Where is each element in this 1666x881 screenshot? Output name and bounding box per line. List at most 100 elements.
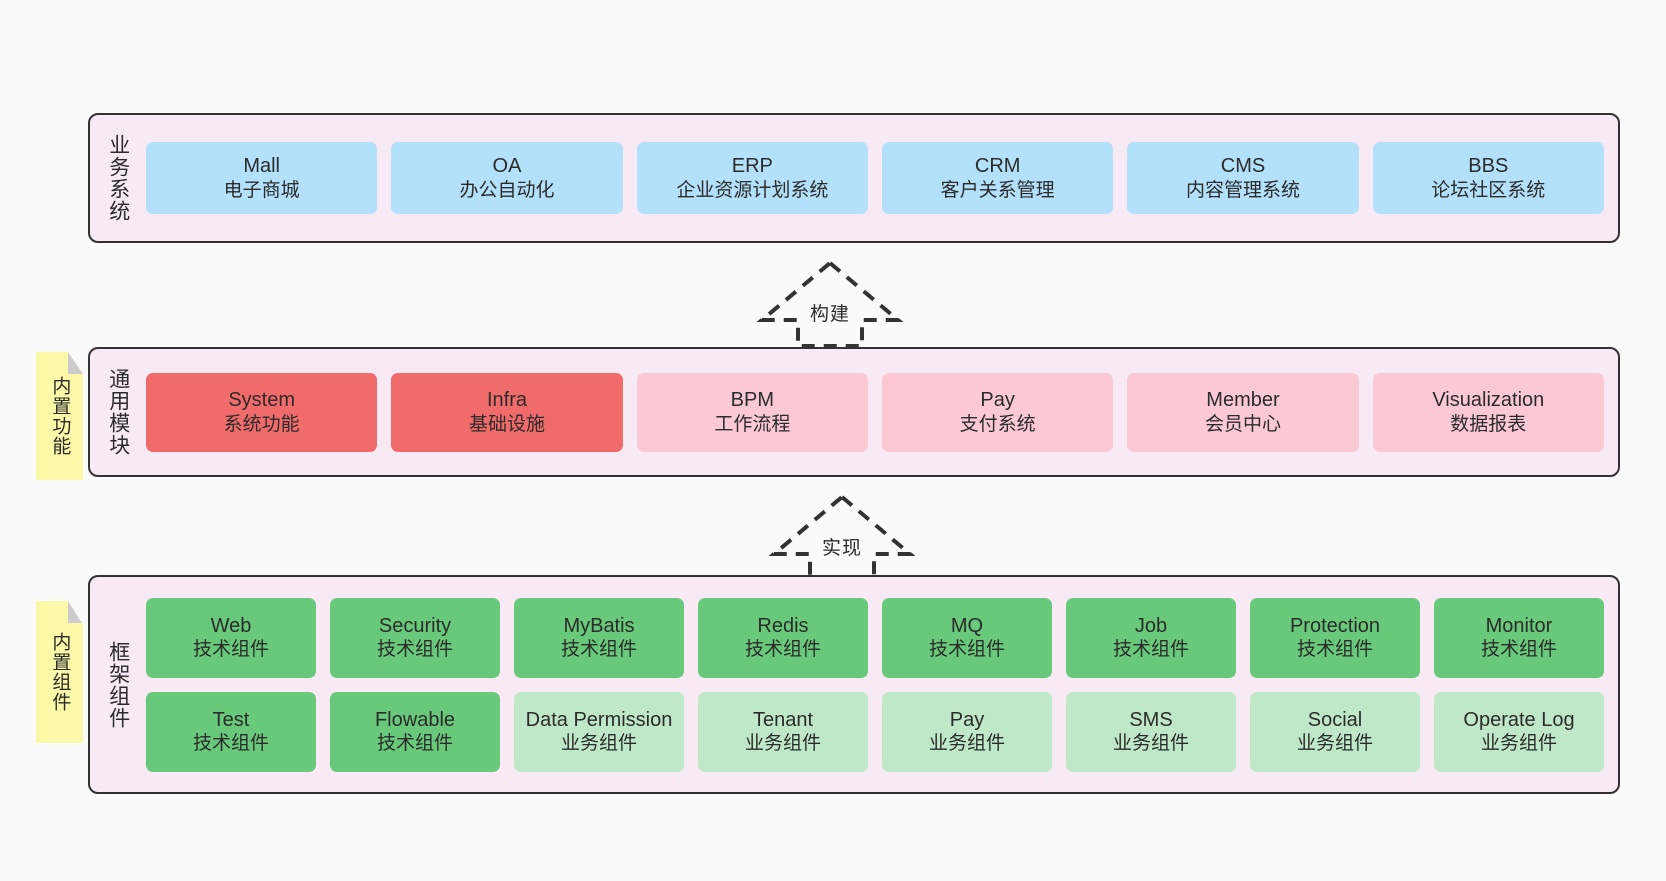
- card-web-name: Web: [210, 614, 252, 637]
- layer-common-module: 通用模块 System 系统功能 Infra 基础设施 BPM 工作流程 Pay: [88, 347, 1620, 477]
- layer-common-module-body: System 系统功能 Infra 基础设施 BPM 工作流程 Pay 支付系统…: [146, 349, 1618, 475]
- sticky-note-builtin-components: 内置组件: [36, 601, 83, 743]
- card-visualization-name: Visualization: [1432, 389, 1545, 412]
- card-visualization-desc: 数据报表: [1450, 413, 1527, 435]
- card-protection-desc: 技术组件: [1296, 639, 1373, 661]
- card-infra[interactable]: Infra 基础设施: [391, 372, 623, 452]
- card-tenant[interactable]: Tenant 业务组件: [698, 691, 868, 772]
- card-crm-name: CRM: [974, 155, 1021, 178]
- framework-component-row-2: Test 技术组件 Flowable 技术组件 Data Permission …: [146, 691, 1604, 772]
- card-social-name: Social: [1307, 708, 1363, 731]
- card-protection-name: Protection: [1289, 614, 1381, 637]
- card-sms-desc: 业务组件: [1112, 733, 1189, 755]
- card-web-desc: 技术组件: [192, 639, 269, 661]
- card-mq-desc: 技术组件: [928, 639, 1005, 661]
- card-flowable[interactable]: Flowable 技术组件: [330, 691, 500, 772]
- sticky-note-builtin-features-label: 内置功能: [49, 376, 71, 456]
- card-mall[interactable]: Mall 电子商城: [146, 142, 378, 214]
- sticky-note-builtin-components-label: 内置组件: [49, 632, 71, 712]
- card-data-permission-desc: 业务组件: [560, 733, 637, 755]
- layer-business-system: 业务系统 Mall 电子商城 OA 办公自动化 ERP 企业资源计划系统 CRM: [88, 113, 1620, 243]
- card-job[interactable]: Job 技术组件: [1066, 597, 1236, 678]
- card-tenant-name: Tenant: [752, 708, 814, 731]
- card-crm[interactable]: CRM 客户关系管理: [881, 142, 1114, 214]
- card-pay-component-desc: 业务组件: [928, 733, 1005, 755]
- card-redis[interactable]: Redis 技术组件: [698, 597, 868, 678]
- card-bpm[interactable]: BPM 工作流程: [636, 372, 868, 452]
- card-mall-desc: 电子商城: [223, 179, 300, 201]
- card-oa-desc: 办公自动化: [459, 179, 555, 201]
- card-mq[interactable]: MQ 技术组件: [882, 597, 1052, 678]
- note-fold-corner-icon: [68, 352, 83, 374]
- card-monitor-desc: 技术组件: [1480, 639, 1557, 661]
- card-data-permission[interactable]: Data Permission 业务组件: [514, 691, 684, 772]
- card-member-name: Member: [1206, 389, 1280, 412]
- card-sms[interactable]: SMS 业务组件: [1066, 691, 1236, 772]
- card-security-desc: 技术组件: [376, 639, 453, 661]
- card-protection[interactable]: Protection 技术组件: [1250, 597, 1420, 678]
- sticky-note-builtin-features: 内置功能: [36, 352, 83, 480]
- card-mall-name: Mall: [243, 155, 280, 178]
- card-data-permission-name: Data Permission: [525, 708, 673, 731]
- card-redis-desc: 技术组件: [744, 639, 821, 661]
- layer-business-system-title: 业务系统: [106, 134, 130, 222]
- card-system-name: System: [228, 389, 295, 412]
- card-test-name: Test: [212, 708, 250, 731]
- arrow-realize-label: 实现: [821, 538, 862, 559]
- card-flowable-desc: 技术组件: [376, 733, 453, 755]
- card-member[interactable]: Member 会员中心: [1127, 372, 1359, 452]
- card-erp-desc: 企业资源计划系统: [676, 179, 829, 201]
- note-fold-corner-icon: [68, 601, 83, 623]
- card-cms-desc: 内容管理系统: [1185, 179, 1300, 201]
- card-test[interactable]: Test 技术组件: [146, 691, 316, 772]
- card-visualization[interactable]: Visualization 数据报表: [1372, 372, 1604, 452]
- card-system-desc: 系统功能: [223, 413, 300, 435]
- common-module-card-row: System 系统功能 Infra 基础设施 BPM 工作流程 Pay 支付系统…: [146, 372, 1604, 452]
- card-tenant-desc: 业务组件: [744, 733, 821, 755]
- card-pay-module[interactable]: Pay 支付系统: [881, 372, 1114, 452]
- card-sms-name: SMS: [1129, 708, 1173, 731]
- arrow-build-icon: [757, 260, 903, 348]
- card-cms-name: CMS: [1220, 155, 1266, 178]
- card-web[interactable]: Web 技术组件: [146, 597, 316, 678]
- card-system[interactable]: System 系统功能: [146, 372, 378, 452]
- card-operate-log[interactable]: Operate Log 业务组件: [1434, 691, 1604, 772]
- layer-framework-component: 框架组件 Web 技术组件 Security 技术组件 MyBatis 技术组件…: [88, 575, 1620, 794]
- card-monitor[interactable]: Monitor 技术组件: [1434, 597, 1604, 678]
- layer-framework-component-body: Web 技术组件 Security 技术组件 MyBatis 技术组件 Redi…: [146, 577, 1618, 792]
- card-pay-component[interactable]: Pay 业务组件: [882, 691, 1052, 772]
- card-member-desc: 会员中心: [1204, 413, 1281, 435]
- arrow-build: 构建: [757, 258, 903, 350]
- arrow-realize: 实现: [769, 492, 915, 584]
- layer-framework-component-title: 框架组件: [106, 640, 130, 729]
- card-erp-name: ERP: [731, 155, 773, 178]
- card-mq-name: MQ: [950, 614, 984, 637]
- card-security-name: Security: [378, 614, 452, 637]
- card-erp[interactable]: ERP 企业资源计划系统: [636, 142, 868, 214]
- card-security[interactable]: Security 技术组件: [330, 597, 500, 678]
- card-bbs[interactable]: BBS 论坛社区系统: [1372, 142, 1604, 214]
- card-social-desc: 业务组件: [1296, 733, 1373, 755]
- framework-component-row-1: Web 技术组件 Security 技术组件 MyBatis 技术组件 Redi…: [146, 597, 1604, 678]
- card-oa[interactable]: OA 办公自动化: [391, 142, 623, 214]
- card-oa-name: OA: [492, 155, 522, 178]
- card-mybatis[interactable]: MyBatis 技术组件: [514, 597, 684, 678]
- card-job-desc: 技术组件: [1112, 639, 1189, 661]
- card-operate-log-name: Operate Log: [1463, 708, 1575, 731]
- card-infra-name: Infra: [486, 389, 527, 412]
- card-bpm-desc: 工作流程: [714, 413, 791, 435]
- card-pay-component-name: Pay: [949, 708, 985, 731]
- card-redis-name: Redis: [757, 614, 809, 637]
- card-job-name: Job: [1134, 614, 1168, 637]
- card-mybatis-name: MyBatis: [563, 614, 635, 637]
- card-mybatis-desc: 技术组件: [560, 639, 637, 661]
- card-bpm-name: BPM: [730, 389, 774, 412]
- card-bbs-name: BBS: [1468, 155, 1509, 178]
- card-cms[interactable]: CMS 内容管理系统: [1127, 142, 1359, 214]
- layer-business-system-body: Mall 电子商城 OA 办公自动化 ERP 企业资源计划系统 CRM 客户关系…: [146, 115, 1618, 241]
- business-system-card-row: Mall 电子商城 OA 办公自动化 ERP 企业资源计划系统 CRM 客户关系…: [146, 142, 1604, 214]
- card-pay-module-name: Pay: [980, 389, 1015, 412]
- card-social[interactable]: Social 业务组件: [1250, 691, 1420, 772]
- card-flowable-name: Flowable: [374, 708, 456, 731]
